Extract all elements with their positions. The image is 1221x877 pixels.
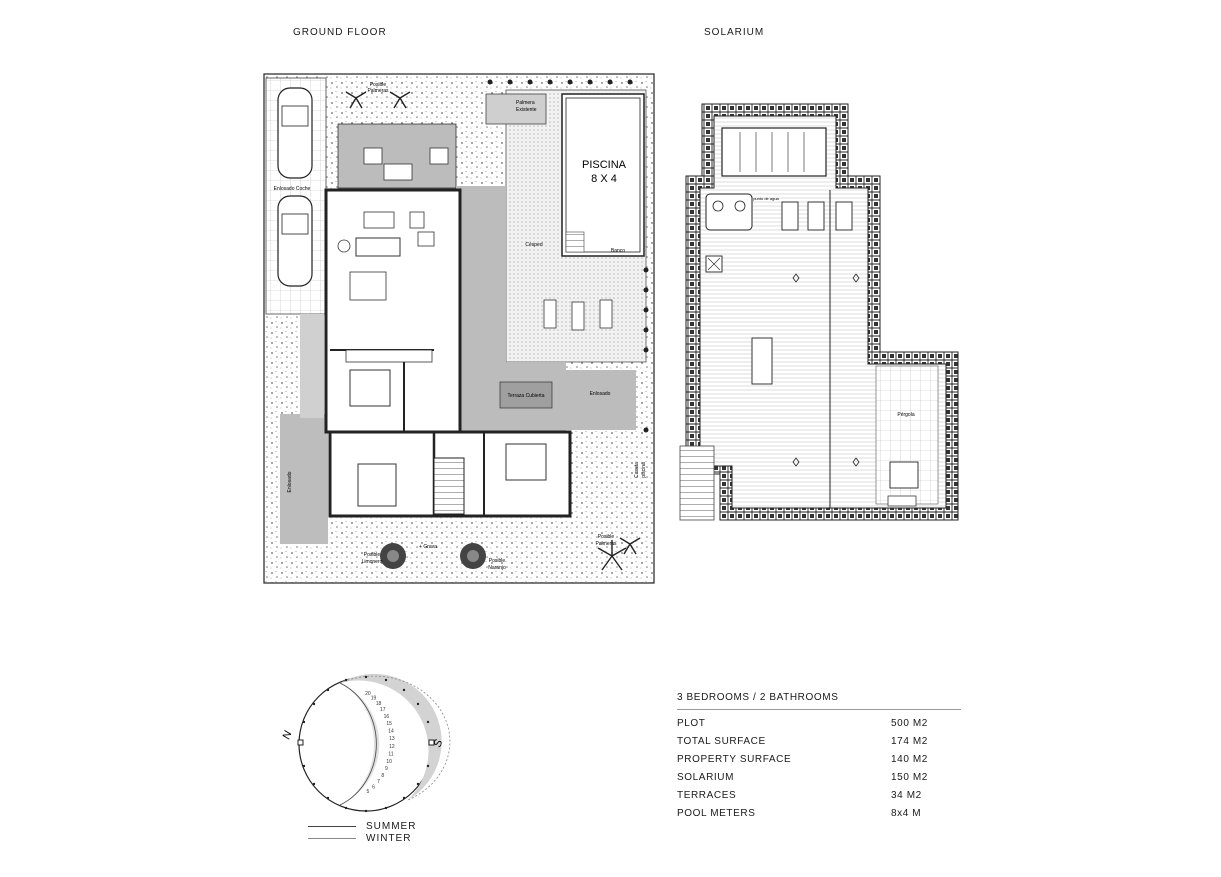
spec-row: PLOT 500 M2 [677,718,961,736]
ground-floor-plan: PISCINA 8 X 4 Palmera Existente Enlosado… [263,73,655,584]
compass-south-label: S [432,737,446,749]
paving-label-1: Enlosado [590,391,611,397]
spec-label: PLOT [677,718,706,729]
spec-row: PROPERTY SURFACE 140 M2 [677,754,961,772]
specs-title: 3 BEDROOMS / 2 BATHROOMS [677,692,961,710]
hour-label: 10 [386,759,392,765]
hour-label: 16 [384,714,390,720]
hour-label: 11 [388,752,393,758]
spec-label: SOLARIUM [677,772,735,783]
spec-row: POOL METERS 8x4 M [677,808,961,826]
lawn-label: Césped [525,242,542,248]
palm-icon [345,91,641,571]
spec-label: TOTAL SURFACE [677,736,766,747]
property-specs: 3 BEDROOMS / 2 BATHROOMS PLOT 500 M2 TOTA… [677,692,961,826]
orange-tree-icon [460,543,486,569]
orange-label-2: Naranjo [488,565,506,571]
summer-label: SUMMER [366,820,417,832]
palms-top-label-1: Posible [370,82,387,88]
palm-existing-label-2: Existente [516,107,537,113]
spec-value: 150 M2 [891,772,928,783]
solarium-heading: SOLARIUM [704,27,765,38]
hour-label: 20 [365,691,371,697]
lemon-label-1: Posible [364,552,381,558]
spec-row: TOTAL SURFACE 174 M2 [677,736,961,754]
palms-label-1: Posible [598,534,615,540]
gravel-label: + Grava [419,544,437,550]
pool-size-label: 8 X 4 [591,173,617,185]
winter-line-swatch [308,837,356,839]
winter-label: WINTER [366,832,412,844]
water-point-label: punto de agua [753,196,779,201]
legend-winter: WINTER [308,832,416,844]
spec-value: 140 M2 [891,754,928,765]
hour-label: 7 [377,779,380,785]
sun-legend: SUMMER WINTER [308,820,416,844]
ground-floor-heading: GROUND FLOOR [293,27,387,38]
pool-hut-label-1: Caseta [634,462,640,478]
hour-label: 14 [388,728,394,734]
hour-label: 6 [372,784,375,790]
palms-label-2: Palmeras [595,541,617,547]
car-paving-label: Enlosado Coche [274,186,311,192]
pool-hut-label-2: piscina [641,462,647,478]
hour-label: 9 [385,766,388,772]
paving-label-2: Enlosado [287,471,293,492]
spec-label: TERRACES [677,790,737,801]
bench-label: Banco [611,248,625,254]
summer-line-swatch [308,825,356,827]
palms-top-label-2: Palmeras [367,88,389,94]
hour-label: 17 [380,707,386,713]
pergola-label: Pérgola [897,412,914,418]
hour-label: 18 [376,701,382,707]
hour-label: 13 [389,736,395,742]
compass-north-label: N [281,729,295,741]
spec-value: 8x4 M [891,808,922,819]
covered-terrace-label: Terraza Cubierta [508,393,545,399]
orange-label-1: Posible [489,558,506,564]
hour-label: 5 [367,789,370,795]
legend-summer: SUMMER [308,820,416,832]
spec-row: SOLARIUM 150 M2 [677,772,961,790]
hour-label: 8 [381,773,384,779]
spec-label: POOL METERS [677,808,756,819]
spec-value: 500 M2 [891,718,928,729]
spec-value: 34 M2 [891,790,922,801]
spec-label: PROPERTY SURFACE [677,754,792,765]
hour-label: 12 [389,744,395,750]
lemon-label-2: Limonero [362,559,383,565]
hour-label: 19 [371,696,377,702]
pool-name-label: PISCINA [582,159,627,171]
palm-existing-label-1: Palmera [516,100,535,106]
solarium-plan: Pérgola punto de agua [679,103,959,521]
lemon-tree-icon [380,543,406,569]
hour-label: 15 [386,721,392,727]
spec-row: TERRACES 34 M2 [677,790,961,808]
spec-value: 174 M2 [891,736,928,747]
